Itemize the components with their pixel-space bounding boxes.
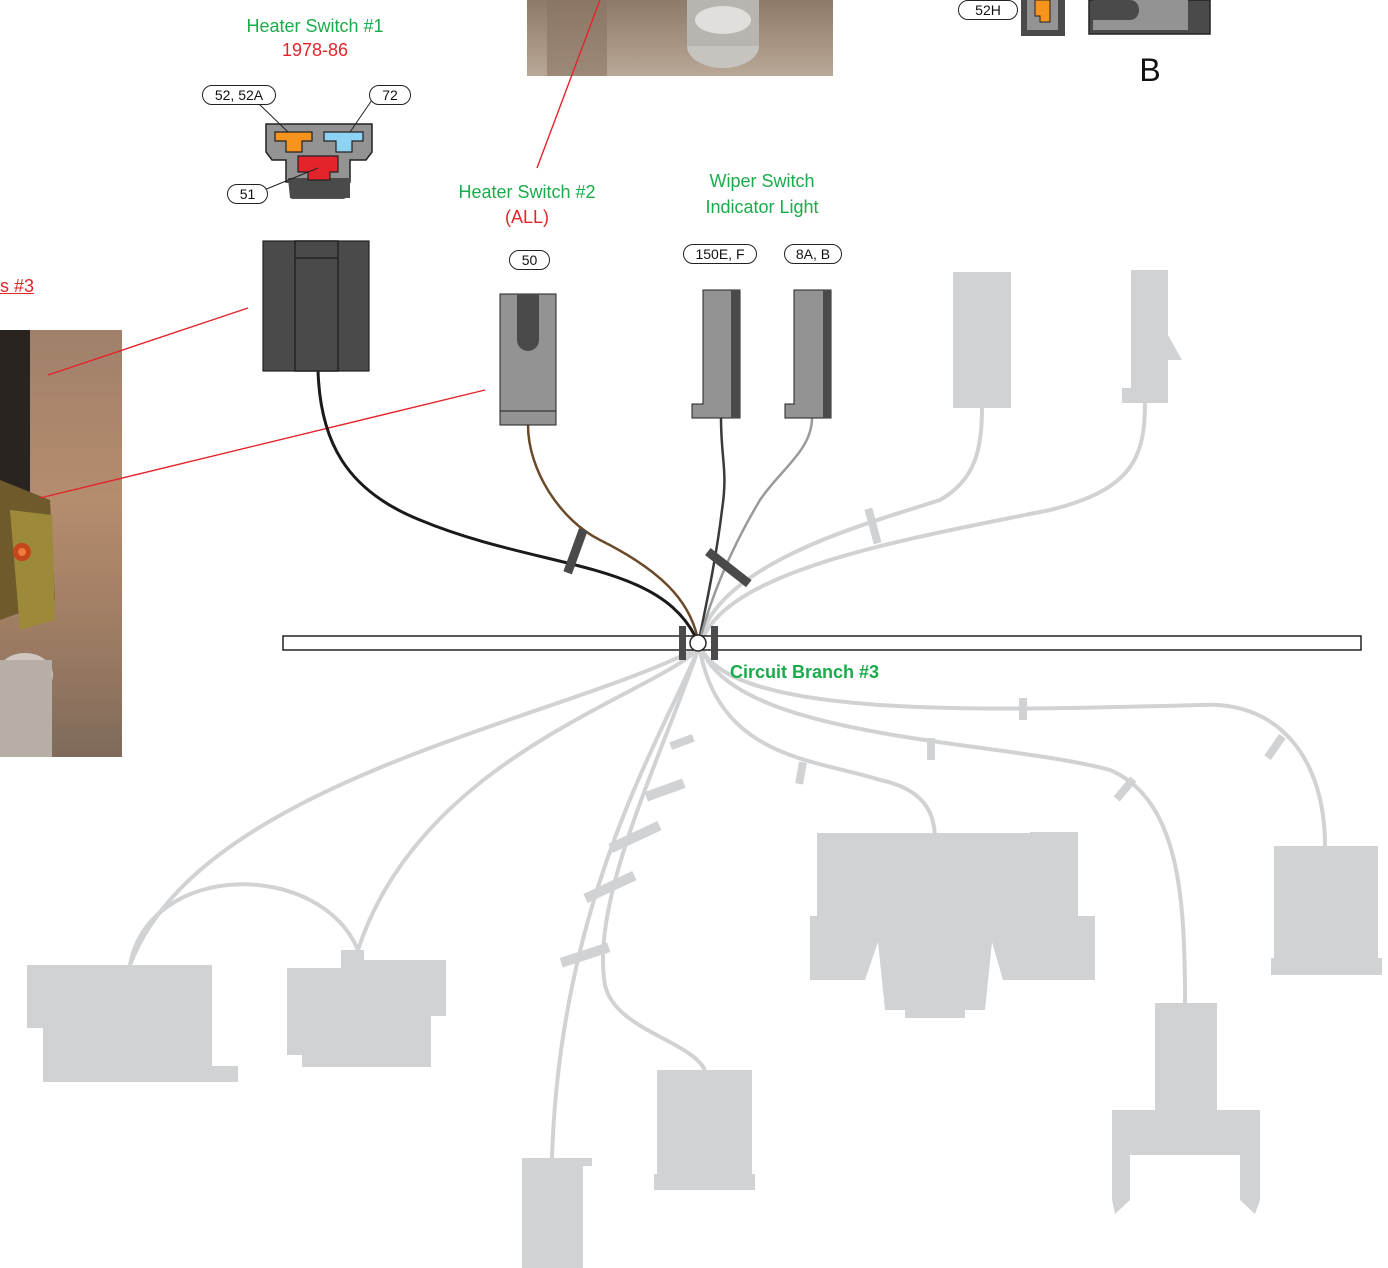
faded-connector	[953, 272, 1011, 408]
connector-photo-top	[527, 0, 833, 76]
wire-brown	[526, 424, 700, 641]
connector-b-label: B	[1139, 52, 1161, 88]
callout-line	[536, 0, 601, 169]
heater-switch-1-pinout	[257, 99, 373, 199]
heater-switch-1-connector	[262, 240, 370, 372]
branch-node	[689, 634, 707, 652]
wire-gray	[698, 417, 814, 641]
pin-orange	[274, 131, 313, 153]
faded-connector	[810, 832, 1095, 1018]
faded-connector	[1271, 846, 1382, 975]
connector-b-detail	[1021, 0, 1211, 36]
heater-switch-2-connector	[499, 293, 557, 426]
branch-bar	[282, 635, 1362, 651]
faded-connector	[1112, 1003, 1260, 1214]
faded-connector	[27, 965, 238, 1082]
branch-clip-right	[711, 626, 718, 660]
wiper-connector-a	[691, 289, 741, 419]
faded-connectors	[27, 270, 1382, 1268]
wiper-switch-title-line1: Wiper Switch	[709, 171, 815, 191]
branch-clip-left	[679, 626, 686, 660]
faded-connector	[522, 1158, 592, 1268]
faded-wires	[128, 402, 1327, 1159]
wiper-switch-title-line2: Indicator Light	[705, 197, 819, 217]
pin-label-red: 51	[227, 184, 268, 204]
heater-switch-2-title: Heater Switch #2	[458, 182, 596, 202]
photo-detail	[547, 0, 759, 76]
heater-switch-2-pin: 50	[509, 250, 550, 270]
pin-label-orange: 52, 52A	[202, 85, 276, 105]
wiper-connector-b	[784, 289, 832, 419]
left-link[interactable]: s #3	[0, 276, 35, 296]
heater-switch-2-note: (ALL)	[504, 207, 549, 227]
faded-wire-clips	[559, 507, 1286, 968]
wire-black	[316, 369, 699, 641]
wire-clip	[705, 548, 752, 588]
callout-line	[39, 389, 486, 499]
heater-switch-1-years: 1978-86	[281, 40, 349, 60]
wire-clip	[563, 528, 588, 575]
wiper-pin-b: 8A, B	[784, 244, 842, 264]
faded-connector	[1122, 270, 1182, 403]
photo-detail	[0, 330, 55, 757]
connector-b-pin: 52H	[958, 0, 1018, 20]
heater-switch-1-title: Heater Switch #1	[246, 16, 384, 36]
callout-line	[47, 307, 249, 376]
faded-connector	[654, 1070, 755, 1190]
pin-blue	[323, 131, 364, 153]
switch-photo-left	[0, 330, 122, 757]
wire-dark-gray	[697, 417, 726, 641]
faded-connector	[287, 950, 446, 1067]
wiper-pin-a: 150E, F	[683, 244, 757, 264]
pin-label-blue: 72	[369, 85, 411, 105]
circuit-branch-label: Circuit Branch #3	[730, 662, 880, 682]
